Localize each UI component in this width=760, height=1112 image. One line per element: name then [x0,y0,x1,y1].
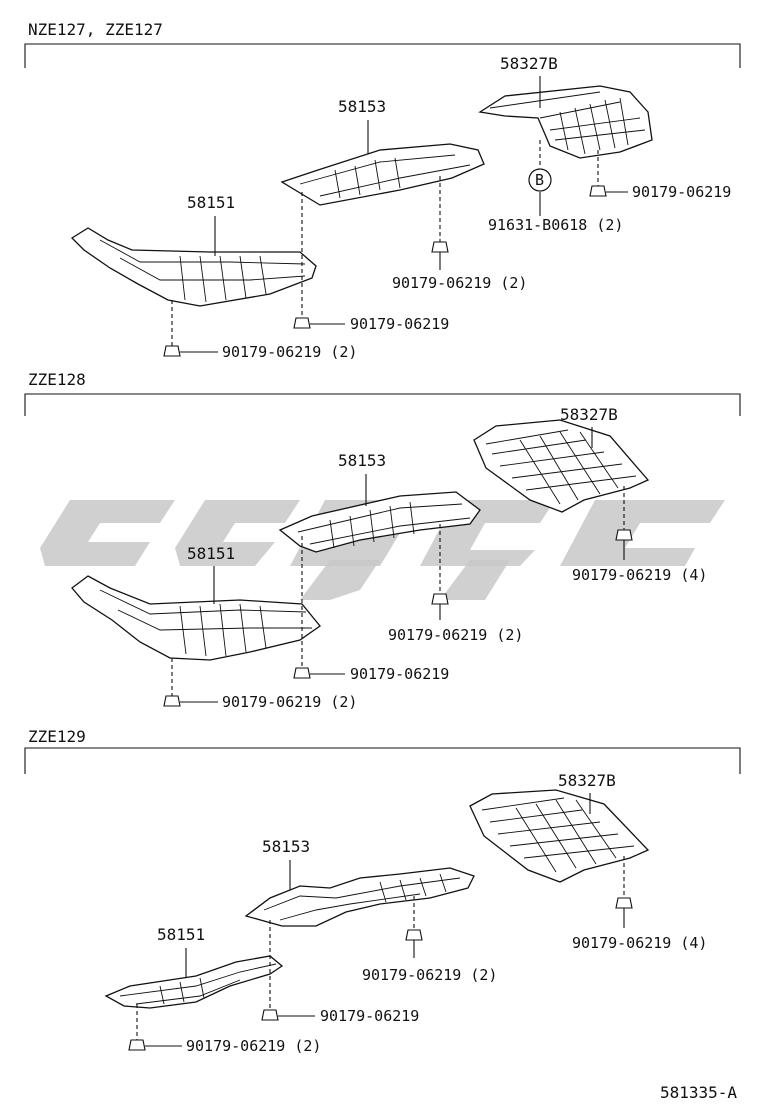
callout-label: 90179-06219 (2) [222,343,357,361]
part-number-label: 58327B [500,54,558,73]
part-58153: 58153 [244,837,475,927]
flange-nut-icon [163,345,181,357]
section-title: NZE127, ZZE127 [28,20,163,39]
fastener-left-a: 90179-06219 [293,192,449,333]
callout-label: 90179-06219 [350,665,449,683]
fastener-left-b: 90179-06219 (2) [163,658,357,711]
flange-nut-icon [431,241,449,253]
part-58151: 58151 [104,925,284,1009]
section-zze129: ZZE129 58327B 90179-06219 (4) 58153 [24,727,741,1055]
callout-label: 90179-06219 [350,315,449,333]
fastener-left-a: 90179-06219 [293,536,449,683]
fastener-center: 90179-06219 (2) [392,176,527,292]
flange-nut-icon [293,667,311,679]
part-58151: 58151 [71,544,321,661]
fastener-left-a: 90179-06219 [261,920,419,1025]
callout-label: 90179-06219 [632,183,731,201]
callout-label: 90179-06219 (2) [186,1037,321,1055]
part-58153: 58153 [278,451,481,553]
fastener-center: 90179-06219 (2) [388,524,523,644]
circled-letter-icon [528,168,552,192]
section-title: ZZE129 [28,727,86,746]
fastener-right: 90179-06219 [589,150,731,201]
part-58327b: 58327B [469,771,650,883]
section-title: ZZE128 [28,370,86,389]
flange-nut-icon [615,897,633,909]
part-58151: 58151 [70,193,317,307]
flange-nut-icon [431,593,449,605]
callout-label: 90179-06219 [320,1007,419,1025]
part-number-label: 58153 [338,451,386,470]
flange-nut-icon [589,185,607,197]
flange-nut-icon [293,317,311,329]
flange-nut-icon [405,929,423,941]
flange-nut-icon [615,529,633,541]
part-number-label: 58153 [338,97,386,116]
flange-nut-icon [128,1039,146,1051]
callout-label: 90179-06219 (2) [362,966,497,984]
callout-label: 91631-B0618 (2) [488,216,623,234]
fastener-left-b: 90179-06219 (2) [128,1004,321,1055]
part-number-label: 58327B [558,771,616,790]
callout-label: 90179-06219 (4) [572,566,707,584]
marker-label: B [535,171,544,189]
flange-nut-icon [163,695,181,707]
fastener-center: 90179-06219 (2) [362,896,497,984]
section-bracket [24,43,741,68]
callout-label: 90179-06219 (4) [572,934,707,952]
callout-label: 90179-06219 (2) [388,626,523,644]
flange-nut-icon [261,1009,279,1021]
part-number-label: 58151 [187,193,235,212]
callout-label: 90179-06219 (2) [222,693,357,711]
marker-b: B 91631-B0618 (2) [488,140,623,234]
part-58153: 58153 [280,97,485,206]
part-58327b: 58327B [478,54,653,159]
figure-code: 581335-A [660,1083,737,1102]
part-58327b: 58327B [473,405,650,513]
part-number-label: 58153 [262,837,310,856]
fastener-right: 90179-06219 (4) [572,486,707,584]
section-bracket [24,393,741,416]
section-bracket [24,747,741,774]
fastener-left-b: 90179-06219 (2) [163,300,357,361]
part-number-label: 58327B [560,405,618,424]
fastener-right: 90179-06219 (4) [572,856,707,952]
callout-label: 90179-06219 (2) [392,274,527,292]
part-number-label: 58151 [157,925,205,944]
section-nze127-zze127: NZE127, ZZE127 58327B B 91631-B0618 (2) … [24,20,741,361]
section-zze128: ZZE128 58327B 90179-06219 (4) 58153 [24,370,741,711]
part-number-label: 58151 [187,544,235,563]
